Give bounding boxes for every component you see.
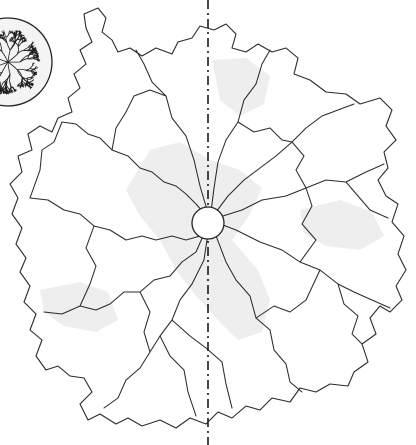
dendritic-inset-disc [0,18,52,106]
dendrite-branch [33,63,34,66]
dendrite-branch [10,74,11,82]
central-circle [192,207,224,239]
dendrite-branch [30,79,32,80]
dendrite-branch [24,50,30,51]
